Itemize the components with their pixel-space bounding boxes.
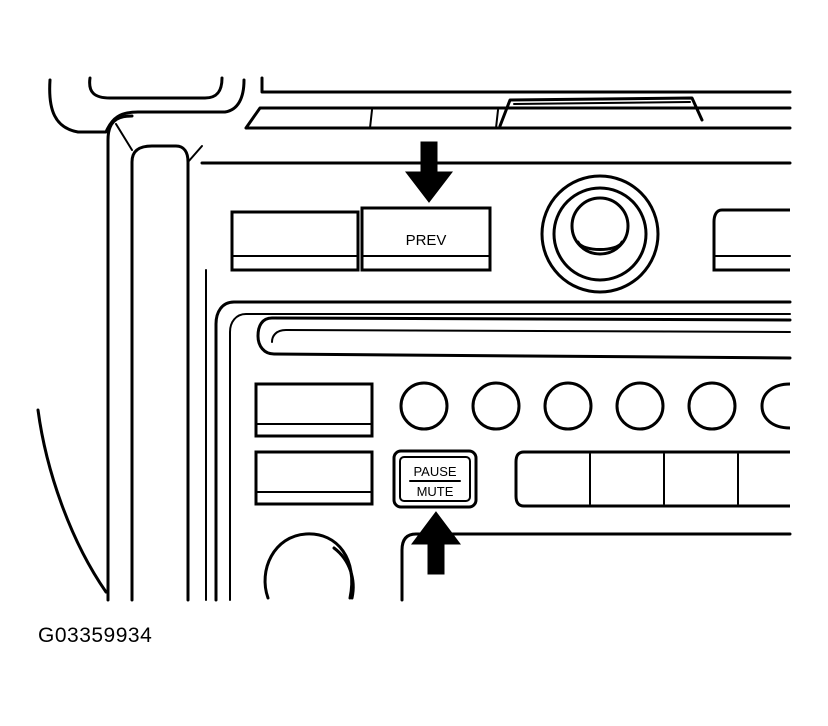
- dash-top-ledge: [88, 76, 224, 100]
- volume-knob[interactable]: [263, 532, 354, 600]
- left-upper-button[interactable]: [254, 382, 374, 438]
- prev-button[interactable]: [360, 206, 492, 272]
- preset-button-2[interactable]: [471, 381, 521, 431]
- pause-label: PAUSE: [413, 464, 456, 479]
- arrow-down-to-prev: [404, 141, 454, 203]
- vent-divider: [369, 109, 373, 129]
- preset-button-6[interactable]: [760, 382, 791, 430]
- button-left-of-prev: [230, 210, 360, 272]
- tuning-knob-cap[interactable]: [570, 196, 630, 256]
- tuning-knob-outer[interactable]: [540, 174, 660, 294]
- left-pillar-inner: [130, 144, 190, 602]
- tuning-knob-ring: [552, 186, 648, 282]
- mute-label: MUTE: [417, 484, 454, 499]
- preset-button-4[interactable]: [615, 381, 665, 431]
- vent-strip: [244, 106, 792, 130]
- tuning-knob-shaft: [576, 240, 624, 251]
- dash-top-outline: [48, 78, 246, 134]
- vent-slot-inner: [513, 101, 691, 105]
- figure-id-label: G03359934: [38, 624, 153, 647]
- preset-button-3[interactable]: [543, 381, 593, 431]
- vent-slot: [498, 96, 704, 128]
- left-lower-button[interactable]: [254, 450, 374, 506]
- dash-top-right: [260, 76, 792, 94]
- preset-button-5[interactable]: [687, 381, 737, 431]
- square-button-row: [514, 450, 790, 508]
- left-pillar-edge: [115, 123, 133, 151]
- prev-button-label: PREV: [406, 232, 447, 249]
- preset-button-1[interactable]: [399, 381, 449, 431]
- pause-mute-button[interactable]: [392, 449, 478, 509]
- faceplate-inner: [229, 313, 791, 601]
- faceplate-outline: [214, 300, 792, 602]
- volume-knob-ring: [332, 546, 355, 600]
- left-pillar-outer: [106, 114, 134, 602]
- button-right-top[interactable]: [712, 208, 790, 272]
- left-pillar-edge: [187, 145, 203, 163]
- cd-slot-inner: [271, 329, 791, 343]
- lower-inner-line: [400, 532, 792, 602]
- dash-curve: [36, 408, 108, 594]
- cd-slot: [256, 316, 792, 360]
- preset-buttons: [399, 381, 791, 431]
- vent-divider: [495, 109, 499, 129]
- arrow-up-to-pause-mute: [411, 511, 461, 575]
- pause-mute-button-inner: [399, 456, 471, 502]
